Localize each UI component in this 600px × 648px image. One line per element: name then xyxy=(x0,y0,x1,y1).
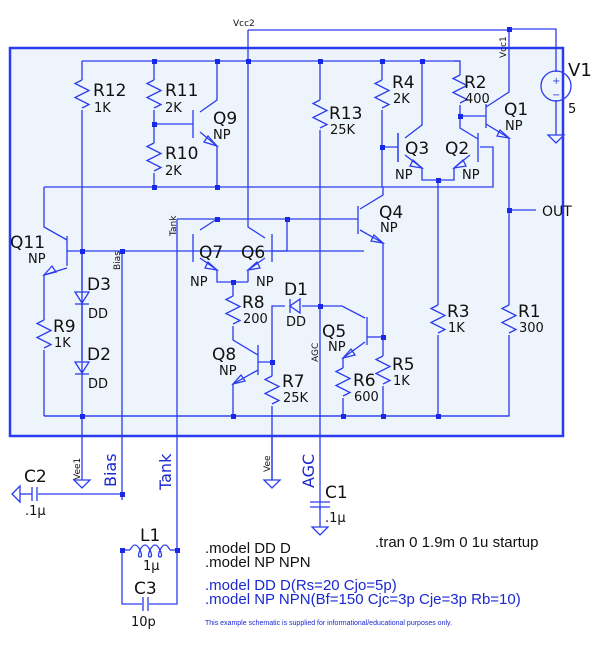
label-Q3: Q3 xyxy=(405,139,429,159)
model-D1: DD xyxy=(286,315,306,330)
net-label-vcc2: Vcc2 xyxy=(233,19,255,29)
directive-model-np: .model NP NPN xyxy=(205,554,311,571)
value-R6: 600 xyxy=(354,390,379,405)
label-R9: R9 xyxy=(53,317,76,337)
net-label-out: OUT xyxy=(542,204,572,220)
model-Q9: NP xyxy=(213,128,231,143)
ground-icon xyxy=(11,134,566,536)
value-R5: 1K xyxy=(393,374,410,389)
directive-model-dd-full: .model DD D(Rs=20 Cjo=5p) xyxy=(205,577,397,594)
disclaimer-text: This example schematic is supplied for i… xyxy=(205,620,452,627)
label-R6: R6 xyxy=(353,371,376,391)
junction-dots xyxy=(80,27,512,553)
inductor-L1[interactable] xyxy=(129,544,171,558)
value-C3: 10p xyxy=(131,615,156,630)
label-Q4: Q4 xyxy=(379,203,403,223)
model-Q6: NP xyxy=(256,275,274,290)
label-R8: R8 xyxy=(242,293,265,313)
label-R13: R13 xyxy=(329,104,362,124)
model-Q1: NP xyxy=(505,119,523,134)
net-label-vcc1: Vcc1 xyxy=(499,36,509,58)
model-Q3: NP xyxy=(395,168,413,183)
value-R1: 300 xyxy=(519,321,544,336)
value-R3: 1K xyxy=(448,321,465,336)
value-R11: 2K xyxy=(165,101,182,116)
value-R8: 200 xyxy=(243,312,268,327)
value-R9: 1K xyxy=(54,336,71,351)
model-Q8: NP xyxy=(219,364,237,379)
capacitor-C1[interactable] xyxy=(310,501,330,527)
voltage-source-V1[interactable] xyxy=(540,70,572,102)
label-R11: R11 xyxy=(165,81,198,101)
net-label-agc-small: AGC xyxy=(311,343,321,362)
plus-icon: + xyxy=(552,76,560,87)
diode-D2[interactable] xyxy=(73,361,91,375)
transistor-bases xyxy=(66,110,399,266)
label-R12: R12 xyxy=(93,81,126,101)
label-Q8: Q8 xyxy=(212,345,236,365)
label-C2: C2 xyxy=(24,467,47,487)
capacitor-C2[interactable] xyxy=(31,487,38,501)
value-V1: 5 xyxy=(568,102,576,117)
directive-model-np-full: .model NP NPN(Bf=150 Cjc=3p Cje=3p Rb=10… xyxy=(205,591,521,608)
label-Q1: Q1 xyxy=(504,100,528,120)
label-Q2: Q2 xyxy=(445,139,469,159)
label-C1: C1 xyxy=(325,483,348,503)
value-R4: 2K xyxy=(393,92,410,107)
model-Q7: NP xyxy=(190,275,208,290)
value-R2: 400 xyxy=(465,92,490,107)
label-R2: R2 xyxy=(464,73,487,93)
value-L1: 1μ xyxy=(143,559,160,574)
net-label-vee1: Vee1 xyxy=(73,458,83,480)
directive-tran: .tran 0 1.9m 0 1u startup xyxy=(375,534,538,551)
value-R7: 25K xyxy=(283,391,309,406)
label-D2: D2 xyxy=(87,345,111,365)
label-R10: R10 xyxy=(165,144,198,164)
label-R3: R3 xyxy=(447,302,470,322)
label-V1: V1 xyxy=(568,60,592,81)
net-label-tank-small: Tank xyxy=(169,215,179,237)
capacitor-C3[interactable] xyxy=(142,597,149,611)
model-D2: DD xyxy=(88,377,108,392)
diode-D3[interactable] xyxy=(73,291,91,360)
net-label-bias-small: Bias xyxy=(113,251,123,270)
net-label-tank: Tank xyxy=(156,453,175,491)
model-Q11: NP xyxy=(28,252,46,267)
value-C2: .1μ xyxy=(25,504,46,519)
value-R12: 1K xyxy=(94,101,111,116)
label-L1: L1 xyxy=(140,526,160,546)
value-R13: 25K xyxy=(330,123,356,138)
model-Q2: NP xyxy=(462,168,480,183)
label-Q11: Q11 xyxy=(10,233,45,253)
directive-model-dd: .model DD D xyxy=(205,540,291,557)
emitter-arrows xyxy=(42,128,512,386)
label-Q5: Q5 xyxy=(322,322,346,342)
minus-icon: − xyxy=(552,90,560,101)
model-Q5: NP xyxy=(328,340,346,355)
label-C3: C3 xyxy=(134,579,157,599)
label-D1: D1 xyxy=(284,280,308,300)
value-C1: .1μ xyxy=(325,511,346,526)
value-R10: 2K xyxy=(165,164,182,179)
net-label-vee: Vee xyxy=(263,455,273,472)
net-label-agc: AGC xyxy=(299,454,318,488)
label-R5: R5 xyxy=(392,355,415,375)
label-R1: R1 xyxy=(518,302,541,322)
label-R7: R7 xyxy=(282,372,305,392)
label-D3: D3 xyxy=(87,275,111,295)
label-Q7: Q7 xyxy=(199,243,223,263)
net-label-bias: Bias xyxy=(101,453,120,487)
label-Q9: Q9 xyxy=(213,109,237,129)
diode-D1[interactable] xyxy=(288,297,301,315)
label-Q6: Q6 xyxy=(241,243,265,263)
label-R4: R4 xyxy=(392,73,415,93)
model-Q4: NP xyxy=(380,221,398,236)
model-D3: DD xyxy=(88,307,108,322)
